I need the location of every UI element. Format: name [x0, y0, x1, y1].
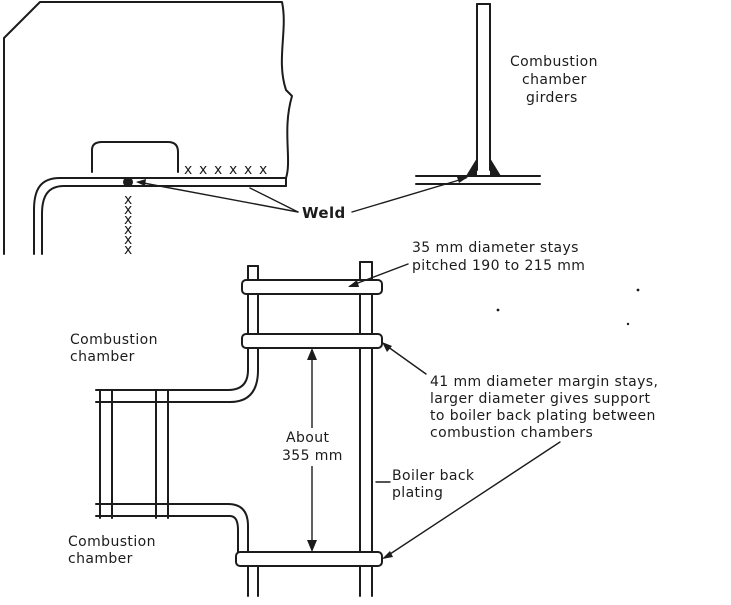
distance-label: 355 mm — [282, 448, 343, 464]
girders-label-line-3: girders — [526, 90, 578, 106]
stays-label-line-1: 35 mm diameter stays — [412, 240, 579, 256]
chamber-bottom-line-2: chamber — [68, 551, 133, 567]
speck — [496, 308, 500, 312]
margin-stays-callout: 41 mm diameter margin stays, larger diam… — [382, 342, 658, 559]
girder-section: Combustion chamber girders — [415, 3, 598, 185]
boiler-back-line-2: plating — [392, 485, 443, 501]
weld-mark: x — [124, 192, 133, 208]
weld-mark: x — [124, 232, 133, 248]
about-label: About — [286, 430, 330, 446]
weld-callout: Weld — [136, 177, 468, 222]
weld-mark: x — [124, 242, 133, 258]
weld-marks-vertical: x x x x x x — [124, 192, 133, 258]
margin-label-line-1: 41 mm diameter margin stays, — [430, 374, 658, 390]
speck — [626, 322, 630, 326]
weld-mark: x — [214, 162, 223, 178]
girders-label-line-1: Combustion — [510, 54, 598, 70]
weld-mark: x — [124, 222, 133, 238]
boiler-back-line-1: Boiler back — [392, 468, 475, 484]
speck — [636, 288, 640, 292]
stays-callout: 35 mm diameter stays pitched 190 to 215 … — [348, 240, 585, 287]
margin-label-line-2: larger diameter gives support — [430, 391, 650, 407]
weld-label: Weld — [302, 204, 346, 222]
chamber-top-line-1: Combustion — [70, 332, 158, 348]
weld-mark: x — [124, 202, 133, 218]
margin-label-line-3: to boiler back plating between — [430, 408, 656, 424]
weld-mark: x — [259, 162, 268, 178]
chamber-top-line-2: chamber — [70, 349, 135, 365]
weld-mark: x — [229, 162, 238, 178]
boiler-back-callout: Boiler back plating — [375, 468, 475, 501]
chamber-plate-detail: x x x x x x x x x x x x — [3, 1, 293, 258]
weld-mark: x — [184, 162, 193, 178]
weld-mark: x — [199, 162, 208, 178]
stays-label-line-2: pitched 190 to 215 mm — [412, 258, 585, 274]
margin-label-line-4: combustion chambers — [430, 425, 593, 441]
girders-label-line-2: chamber — [522, 72, 587, 88]
weld-mark: x — [124, 212, 133, 228]
weld-mark: x — [244, 162, 253, 178]
chamber-bottom-line-1: Combustion — [68, 534, 156, 550]
weld-marks-horizontal: x x x x x x — [184, 162, 268, 178]
